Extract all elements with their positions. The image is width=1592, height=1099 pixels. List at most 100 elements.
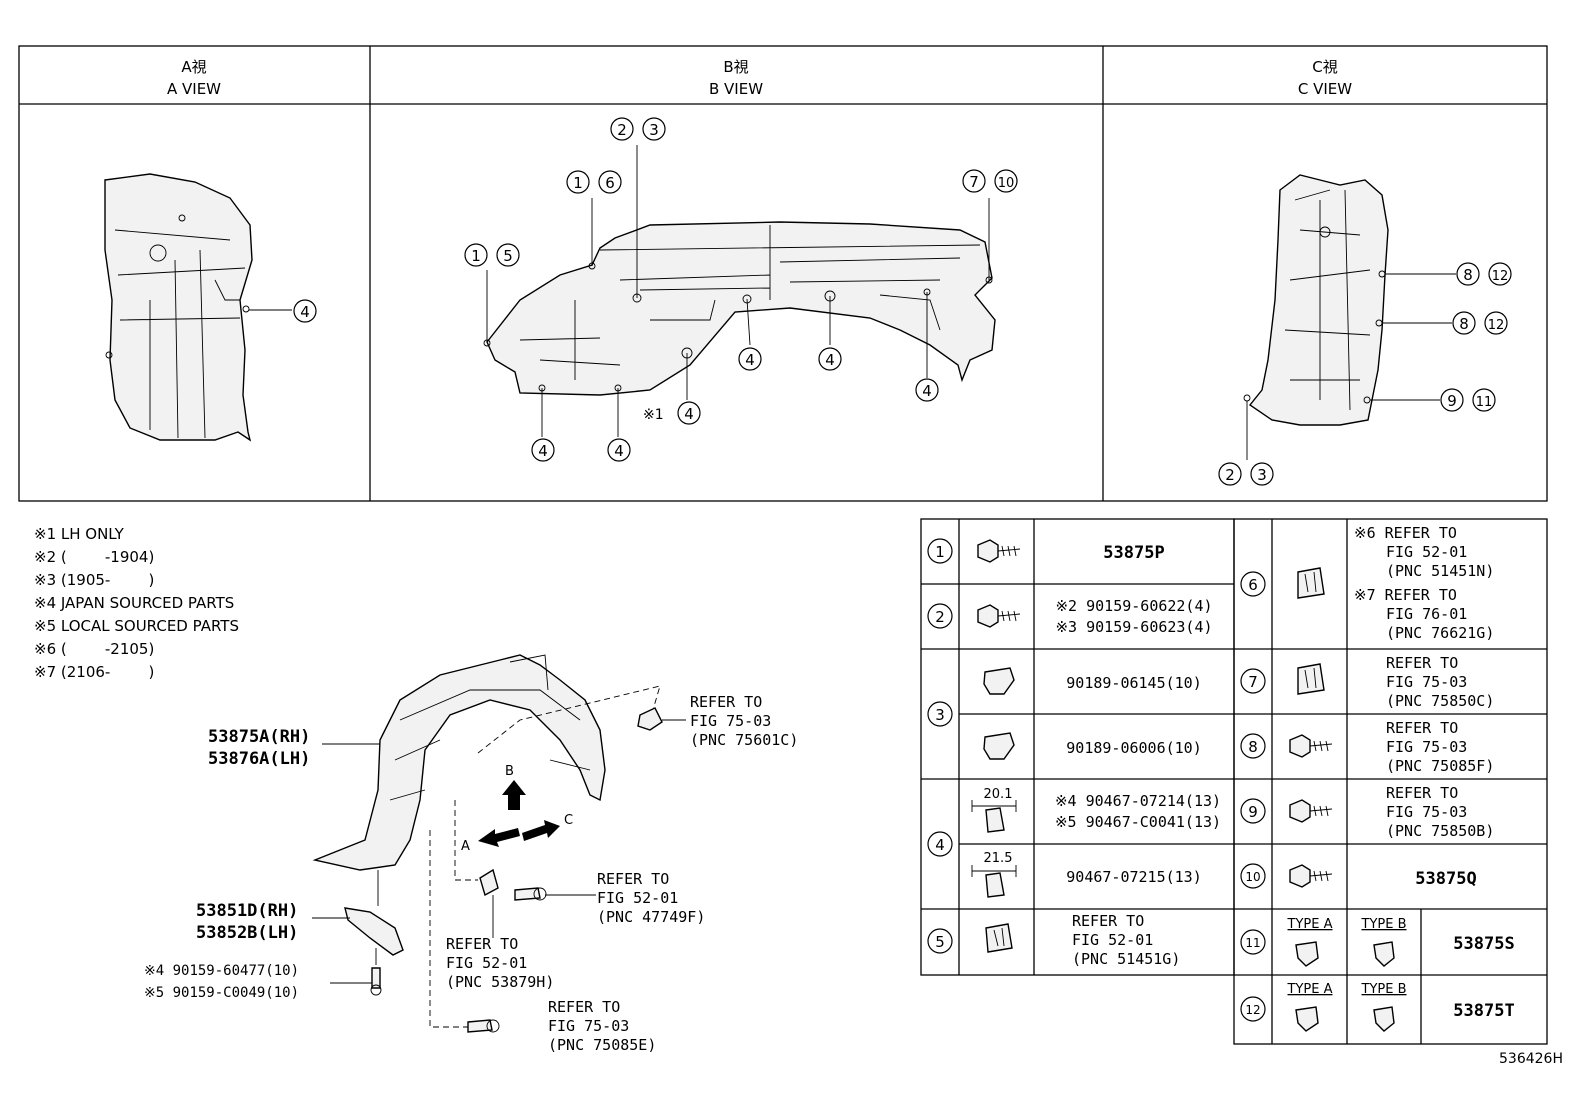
svg-text:B: B bbox=[505, 764, 514, 779]
svg-text:(PNC 75850B): (PNC 75850B) bbox=[1386, 822, 1494, 840]
svg-text:(PNC 75850C): (PNC 75850C) bbox=[1386, 692, 1494, 710]
svg-text:3: 3 bbox=[649, 121, 659, 139]
svg-text:※5 90159-C0049(10): ※5 90159-C0049(10) bbox=[144, 985, 299, 1001]
table-left-icons: 20.1 21.5 bbox=[971, 539, 1021, 953]
bolt-icon bbox=[1289, 799, 1333, 823]
clip-icon bbox=[1373, 1006, 1395, 1032]
svg-text:FIG 52-01: FIG 52-01 bbox=[597, 889, 678, 907]
svg-text:※6 ( -2105): ※6 ( -2105) bbox=[34, 640, 154, 658]
svg-text:7: 7 bbox=[969, 173, 979, 191]
svg-text:REFER TO: REFER TO bbox=[1072, 912, 1144, 930]
svg-text:4: 4 bbox=[825, 351, 835, 369]
svg-text:4: 4 bbox=[684, 405, 694, 423]
svg-text:FIG 75-03: FIG 75-03 bbox=[1386, 738, 1467, 756]
svg-text:A: A bbox=[461, 839, 470, 854]
svg-text:FIG 52-01: FIG 52-01 bbox=[1386, 543, 1467, 561]
b-callout-2-3: 2 3 bbox=[610, 117, 666, 141]
svg-text:5: 5 bbox=[503, 247, 513, 265]
nut-icon bbox=[971, 865, 1017, 898]
b-callout-4-row: 4 4 4 4 4 4 ※1 bbox=[531, 347, 939, 462]
svg-text:9: 9 bbox=[1248, 803, 1258, 821]
notes-list: ※1 LH ONLY ※2 ( -1904) ※3 (1905- ) ※4 JA… bbox=[34, 525, 239, 681]
svg-text:TYPE B: TYPE B bbox=[1361, 982, 1407, 997]
svg-text:5: 5 bbox=[935, 933, 945, 951]
svg-text:(PNC 47749F): (PNC 47749F) bbox=[597, 908, 705, 926]
svg-text:90189-06006(10): 90189-06006(10) bbox=[1066, 739, 1201, 757]
bolt-icon bbox=[977, 539, 1021, 563]
svg-text:1: 1 bbox=[573, 174, 583, 192]
b-callout-1-5: 1 5 bbox=[464, 243, 520, 267]
svg-text:53875T: 53875T bbox=[1453, 1001, 1514, 1021]
svg-text:REFER TO: REFER TO bbox=[1386, 784, 1458, 802]
table-right-text: ※6 REFER TO FIG 52-01 (PNC 51451N) ※7 RE… bbox=[1287, 524, 1515, 1021]
svg-text:※3 (1905- ): ※3 (1905- ) bbox=[34, 571, 154, 589]
c-view-title-jp: C視 bbox=[1312, 58, 1337, 76]
svg-text:53876A(LH): 53876A(LH) bbox=[208, 749, 310, 769]
svg-text:53852B(LH): 53852B(LH) bbox=[196, 923, 298, 943]
svg-text:12: 12 bbox=[1492, 269, 1509, 284]
views-frame bbox=[18, 45, 1548, 502]
svg-text:2: 2 bbox=[617, 121, 627, 139]
svg-text:11: 11 bbox=[1476, 395, 1493, 410]
c-callout-2-3: 2 3 bbox=[1218, 462, 1274, 486]
svg-text:53875A(RH): 53875A(RH) bbox=[208, 727, 310, 747]
svg-text:※5 LOCAL SOURCED PARTS: ※5 LOCAL SOURCED PARTS bbox=[34, 617, 239, 635]
svg-text:90189-06145(10): 90189-06145(10) bbox=[1066, 674, 1201, 692]
svg-text:(PNC 76621G): (PNC 76621G) bbox=[1386, 624, 1494, 642]
svg-text:8: 8 bbox=[1463, 266, 1473, 284]
svg-text:3: 3 bbox=[1257, 466, 1267, 484]
svg-text:4: 4 bbox=[935, 836, 945, 854]
table-left-text: 53875P ※2 90159-60622(4) ※3 90159-60623(… bbox=[1055, 543, 1221, 968]
svg-text:REFER TO: REFER TO bbox=[690, 693, 762, 711]
svg-text:9: 9 bbox=[1447, 392, 1457, 410]
svg-text:FIG 76-01: FIG 76-01 bbox=[1386, 605, 1467, 623]
bolt-icon bbox=[1289, 864, 1333, 888]
c-callout-8-12-mid: 8 12 bbox=[1452, 311, 1508, 335]
svg-text:※1: ※1 bbox=[643, 407, 664, 423]
svg-text:53875P: 53875P bbox=[1103, 543, 1164, 563]
svg-text:53875Q: 53875Q bbox=[1415, 869, 1476, 889]
table-right-icons bbox=[1289, 567, 1395, 1032]
c-view-liner-drawing bbox=[1243, 174, 1456, 460]
table-left-numbers: 1 2 3 4 5 bbox=[927, 538, 953, 954]
clip-icon bbox=[1297, 567, 1325, 599]
svg-text:4: 4 bbox=[922, 382, 932, 400]
table-right-numbers: 6 7 8 9 10 11 12 bbox=[1240, 571, 1266, 1022]
nut-icon bbox=[971, 800, 1017, 833]
clip-icon bbox=[983, 732, 1015, 760]
a-callout-4: 4 bbox=[293, 299, 317, 323]
svg-text:REFER TO: REFER TO bbox=[1386, 719, 1458, 737]
a-view-title-en: A VIEW bbox=[167, 80, 221, 98]
svg-text:FIG 52-01: FIG 52-01 bbox=[446, 954, 527, 972]
svg-text:3: 3 bbox=[935, 706, 945, 724]
svg-text:53875S: 53875S bbox=[1453, 934, 1514, 954]
svg-text:※4 90467-07214(13): ※4 90467-07214(13) bbox=[1055, 792, 1221, 810]
clip-icon bbox=[1295, 1006, 1319, 1032]
svg-text:53851D(RH): 53851D(RH) bbox=[196, 901, 298, 921]
clip-icon bbox=[985, 923, 1013, 953]
c-callout-9-11: 9 11 bbox=[1440, 388, 1496, 412]
svg-text:6: 6 bbox=[1248, 576, 1258, 594]
svg-text:11: 11 bbox=[1245, 936, 1260, 950]
b-callout-1-6: 1 6 bbox=[566, 170, 622, 194]
svg-text:REFER TO: REFER TO bbox=[1386, 654, 1458, 672]
svg-text:20.1: 20.1 bbox=[984, 787, 1013, 802]
svg-text:10: 10 bbox=[1245, 870, 1260, 884]
svg-text:(PNC 51451G): (PNC 51451G) bbox=[1072, 950, 1180, 968]
svg-text:8: 8 bbox=[1248, 738, 1258, 756]
figure-code: 536426H bbox=[1499, 1051, 1563, 1067]
svg-text:※6 REFER TO: ※6 REFER TO bbox=[1354, 524, 1457, 542]
svg-text:※2 ( -1904): ※2 ( -1904) bbox=[34, 548, 154, 566]
svg-text:REFER TO: REFER TO bbox=[597, 870, 669, 888]
bolt-icon bbox=[1289, 734, 1333, 758]
a-view-title-jp: A視 bbox=[181, 58, 206, 76]
svg-text:(PNC 75601C): (PNC 75601C) bbox=[690, 731, 798, 749]
svg-text:C: C bbox=[564, 813, 573, 828]
svg-text:4: 4 bbox=[538, 442, 548, 460]
svg-text:(PNC 53879H): (PNC 53879H) bbox=[446, 973, 554, 991]
bolt-icon bbox=[977, 604, 1021, 628]
clip-icon bbox=[1373, 941, 1395, 967]
svg-text:REFER TO: REFER TO bbox=[548, 998, 620, 1016]
svg-text:REFER TO: REFER TO bbox=[446, 935, 518, 953]
